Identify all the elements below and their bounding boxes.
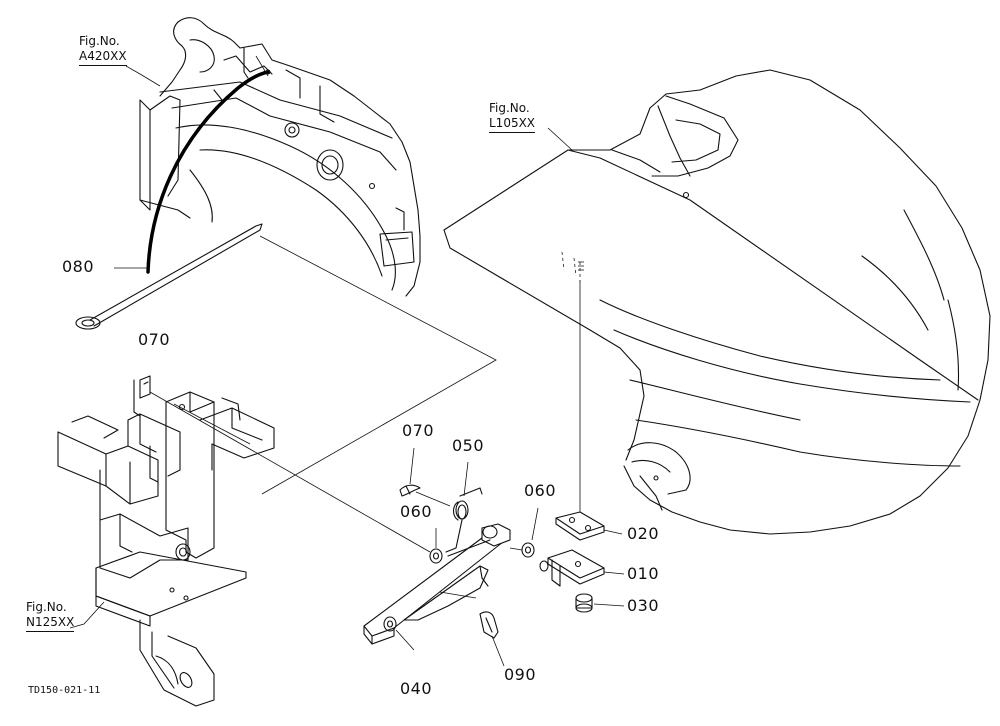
fig-ref-lower-left: Fig.No. N125XX [26,600,75,632]
part-label-030: 030 [627,596,660,615]
washer-060-right [509,542,535,558]
drawing-number: TD150-021-11 [28,685,101,696]
fig-ref-label: Fig.No. [489,101,530,115]
plate-020 [555,511,623,541]
leader-lines [69,65,573,667]
part-label-090: 090 [504,665,537,684]
projection-plane [259,235,497,495]
cotter-pin-090 [479,611,499,639]
cable-080 [146,70,270,274]
rod-080 [75,223,263,330]
part-label-050: 050 [452,436,485,455]
part-label-070-center: 070 [402,421,435,440]
frame-assembly-upper-left [139,17,421,297]
cover-assembly-upper-right [443,69,991,535]
part-label-040: 040 [400,679,433,698]
lever-040 [363,523,511,645]
fig-ref-code: L105XX [489,116,536,133]
bolt-030 [575,593,625,613]
fig-ref-upper-right: Fig.No. L105XX [489,101,536,133]
fig-ref-label: Fig.No. [79,34,120,48]
part-label-060-left: 060 [400,502,433,521]
part-label-080: 080 [62,257,95,276]
part-label-060-right: 060 [524,481,557,500]
part-label-010: 010 [627,564,660,583]
bracket-assembly-lower-left [57,379,275,707]
spring-050 [445,487,483,553]
washer-060-left [429,548,443,564]
fig-ref-upper-left: Fig.No. A420XX [79,34,127,66]
fig-ref-code: A420XX [79,49,127,66]
guide-line-070-left [149,391,431,553]
clip-070-left [139,375,151,399]
part-label-020: 020 [627,524,660,543]
clip-070-center [399,484,451,507]
part-label-070-left: 070 [138,330,171,349]
fig-ref-code: N125XX [26,615,75,632]
fig-ref-label: Fig.No. [26,600,67,614]
bracket-010 [539,549,625,587]
